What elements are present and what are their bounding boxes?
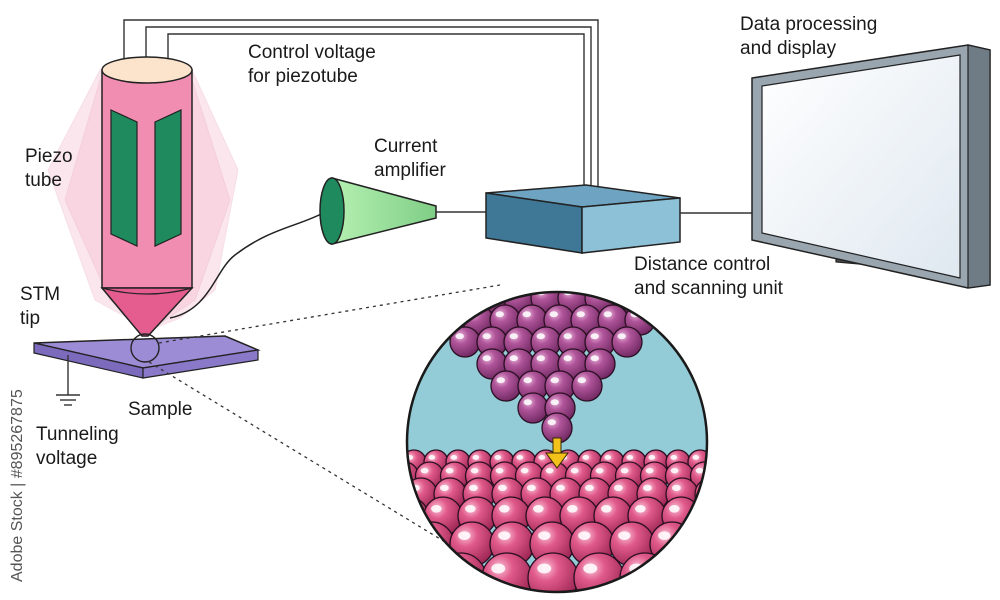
- distance-control-unit: [485, 184, 681, 254]
- sample-atom: [435, 552, 487, 592]
- tip-atom: [449, 326, 481, 358]
- watermark-text: Adobe Stock | #895267875: [9, 389, 26, 582]
- monitor-screen: [761, 54, 961, 279]
- label-tunneling-line2: voltage: [36, 448, 97, 469]
- tip-atom: [490, 370, 522, 402]
- label-data-processing-line2: and display: [740, 38, 837, 59]
- control-voltage-wires: [123, 19, 599, 188]
- tip-atom: [476, 348, 508, 380]
- sample-atom: [573, 552, 625, 592]
- sample-atom: [710, 450, 734, 474]
- tip-atom: [422, 292, 454, 314]
- tip-atom: [449, 292, 481, 314]
- label-stm-tip-line1: STM: [20, 284, 60, 305]
- magnification-lines: [148, 284, 501, 546]
- sample-atom: [380, 450, 404, 474]
- sample-atom: [665, 552, 707, 592]
- piezo-electrode-right: [154, 109, 182, 247]
- label-amplifier-line1: Current: [374, 136, 438, 157]
- current-amplifier: [319, 177, 437, 245]
- sample-plate: [33, 333, 261, 379]
- piezo-tube: [47, 56, 239, 337]
- tip-atom: [544, 370, 576, 402]
- monitor: [751, 44, 991, 289]
- sample-atom: [619, 552, 671, 592]
- sample-atom: [695, 496, 707, 536]
- sample-atom: [407, 496, 429, 536]
- label-sample: Sample: [128, 399, 192, 420]
- label-control-voltage-line2: for piezotube: [248, 66, 358, 87]
- tip-atom: [517, 392, 549, 424]
- label-control-voltage-line1: Control voltage: [248, 42, 376, 63]
- zoom-circle: [380, 290, 744, 594]
- magnify-marker: [130, 333, 160, 363]
- label-piezo-line1: Piezo: [25, 146, 73, 167]
- label-data-processing-line1: Data processing: [740, 14, 877, 35]
- label-distance-control-line2: and scanning unit: [634, 278, 784, 299]
- tip-to-amplifier-cable: [169, 211, 326, 319]
- stm-tip: [100, 287, 194, 337]
- sample-atom: [407, 521, 415, 567]
- label-amplifier-line2: amplifier: [374, 160, 446, 181]
- sample-atom: [649, 521, 695, 567]
- sample-atom: [716, 462, 744, 490]
- sample-atom: [407, 552, 441, 592]
- label-stm-tip-line2: tip: [20, 308, 40, 329]
- label-distance-control-line1: Distance control: [634, 254, 770, 275]
- label-tunneling-line1: Tunneling: [36, 424, 119, 445]
- tip-atom: [571, 370, 603, 402]
- tunneling-current-arrow: [545, 437, 569, 469]
- sample-atom: [689, 521, 707, 567]
- piezo-electrode-left: [110, 109, 138, 247]
- sample-atom: [694, 477, 707, 511]
- label-piezo-line2: tube: [25, 170, 62, 191]
- tip-atom: [611, 326, 643, 358]
- sample-atom: [407, 477, 409, 511]
- ground-icon: [56, 355, 80, 406]
